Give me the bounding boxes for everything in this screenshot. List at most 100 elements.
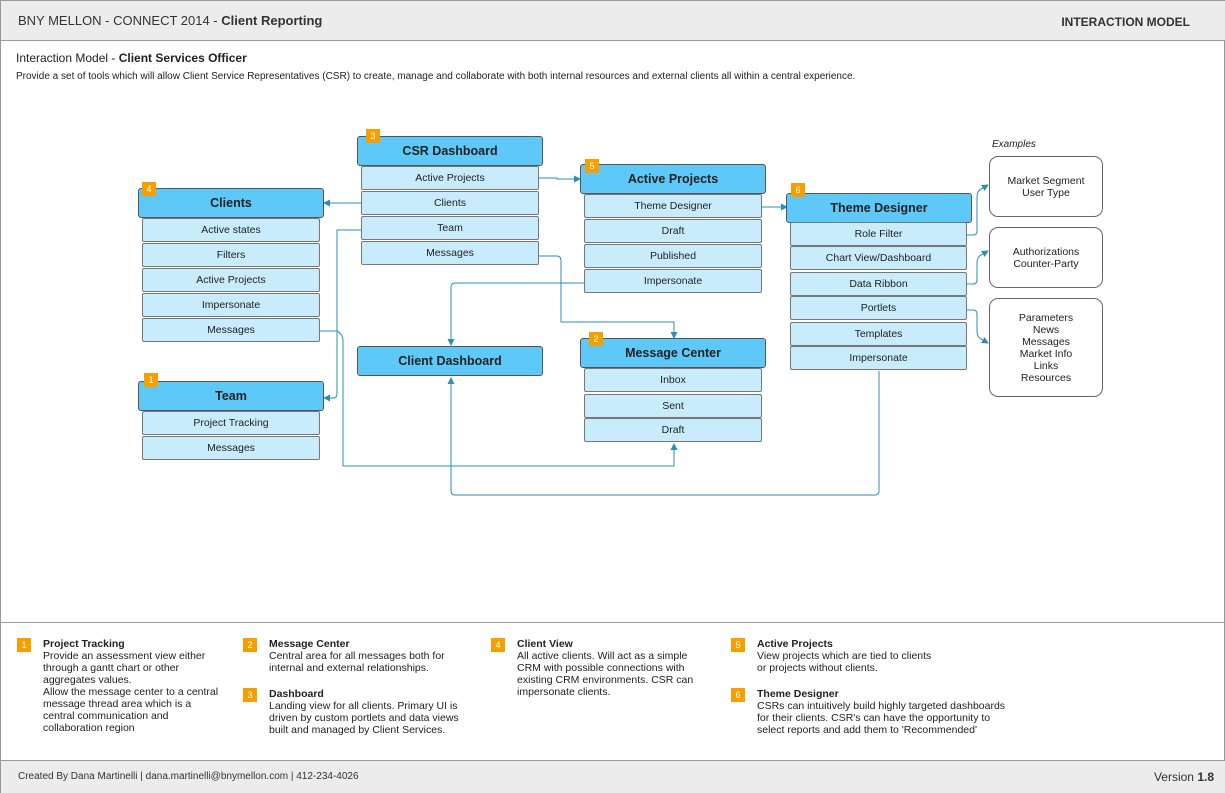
team-header[interactable]: Team bbox=[138, 381, 324, 411]
clients-badge: 4 bbox=[142, 182, 156, 196]
message-center-badge: 2 bbox=[589, 332, 603, 346]
connector-data-ribbon-to-examples bbox=[967, 250, 989, 285]
legend-badge: 6 bbox=[731, 688, 745, 702]
legend-body: Provide an assessment view either throug… bbox=[43, 650, 219, 734]
clients-item-active-projects[interactable]: Active Projects bbox=[142, 268, 320, 292]
clients-header[interactable]: Clients bbox=[138, 188, 324, 218]
clients-item-impersonate[interactable]: Impersonate bbox=[142, 293, 320, 317]
message-center-title: Message Center bbox=[625, 346, 721, 360]
connector-csr-messages-to-message-center bbox=[539, 255, 678, 339]
version-label: Version bbox=[1153, 770, 1198, 784]
connector-theme-impersonate-to-client-dashboard bbox=[447, 371, 880, 496]
clients-item-messages[interactable]: Messages bbox=[142, 318, 320, 342]
legend-body: All active clients. Will act as a simple… bbox=[517, 650, 694, 698]
legend-title: Project Tracking bbox=[43, 638, 125, 650]
active-projects-header[interactable]: Active Projects bbox=[580, 164, 766, 194]
theme-designer-item-portlets[interactable]: Portlets bbox=[790, 296, 967, 320]
connector-clients-messages-to-message-center bbox=[320, 330, 678, 467]
connector-csr-to-active-projects bbox=[539, 175, 581, 183]
example-links: Links bbox=[1033, 359, 1059, 372]
legend-body: View projects which are tied to clients … bbox=[757, 650, 932, 674]
message-center-header[interactable]: Message Center bbox=[580, 338, 766, 368]
theme-designer-item-role-filter[interactable]: Role Filter bbox=[790, 222, 967, 246]
active-projects-title: Active Projects bbox=[627, 172, 719, 186]
legend-badge: 1 bbox=[17, 638, 31, 652]
legend-title: Client View bbox=[517, 638, 573, 650]
legend-badge: 4 bbox=[491, 638, 505, 652]
csr-dashboard-header[interactable]: CSR Dashboard bbox=[357, 136, 543, 166]
clients-title: Clients bbox=[210, 196, 252, 210]
footer-version: Version 1.8 bbox=[1154, 770, 1214, 784]
app-subtitle: Client Reporting bbox=[221, 13, 323, 28]
examples-box-segments: Market Segment User Type bbox=[989, 156, 1103, 217]
header-bar: BNY MELLON - CONNECT 2014 - Client Repor… bbox=[1, 1, 1225, 41]
connector-portlets-to-examples bbox=[967, 309, 989, 344]
client-dashboard-title: Client Dashboard bbox=[398, 354, 502, 368]
intro-title-prefix: Interaction Model - bbox=[16, 51, 119, 65]
active-projects-item-theme-designer[interactable]: Theme Designer bbox=[584, 194, 762, 218]
footer-bar: Created By Dana Martinelli | dana.martin… bbox=[1, 760, 1225, 793]
active-projects-item-impersonate[interactable]: Impersonate bbox=[584, 269, 762, 293]
theme-designer-title: Theme Designer bbox=[830, 201, 928, 215]
message-center-item-sent[interactable]: Sent bbox=[584, 394, 762, 418]
footer-credit: Created By Dana Martinelli | dana.martin… bbox=[18, 771, 359, 782]
active-projects-badge: 5 bbox=[585, 159, 599, 173]
message-center-item-draft[interactable]: Draft bbox=[584, 418, 762, 442]
intro-title: Interaction Model - Client Services Offi… bbox=[16, 51, 247, 65]
example-parameters: Parameters bbox=[1018, 311, 1074, 324]
model-label: INTERACTION MODEL bbox=[1061, 15, 1190, 29]
theme-designer-header[interactable]: Theme Designer bbox=[786, 193, 972, 223]
example-authorizations: Authorizations bbox=[1012, 245, 1080, 258]
csr-item-clients[interactable]: Clients bbox=[361, 191, 539, 215]
message-center-item-inbox[interactable]: Inbox bbox=[584, 368, 762, 392]
csr-item-active-projects[interactable]: Active Projects bbox=[361, 166, 539, 190]
connector-impersonate-to-client-dashboard bbox=[447, 282, 584, 346]
csr-item-team[interactable]: Team bbox=[361, 216, 539, 240]
app-title-text: BNY MELLON - CONNECT 2014 - bbox=[18, 13, 222, 28]
example-market-info: Market Info bbox=[1019, 347, 1073, 360]
connector-role-filter-to-examples bbox=[967, 184, 989, 236]
legend-body: Central area for all messages both for i… bbox=[269, 650, 445, 674]
team-item-project-tracking[interactable]: Project Tracking bbox=[142, 411, 320, 435]
theme-designer-item-impersonate[interactable]: Impersonate bbox=[790, 346, 967, 370]
legend-badge: 2 bbox=[243, 638, 257, 652]
theme-designer-item-data-ribbon[interactable]: Data Ribbon bbox=[790, 272, 967, 296]
example-messages: Messages bbox=[1022, 335, 1070, 348]
team-item-messages[interactable]: Messages bbox=[142, 436, 320, 460]
intro-description: Provide a set of tools which will allow … bbox=[16, 71, 856, 82]
examples-box-authorizations: Authorizations Counter-Party bbox=[989, 227, 1103, 288]
legend-title: Message Center bbox=[269, 638, 350, 650]
legend-badge: 5 bbox=[731, 638, 745, 652]
theme-designer-item-chart-view[interactable]: Chart View/Dashboard bbox=[790, 246, 967, 270]
clients-item-active-states[interactable]: Active states bbox=[142, 218, 320, 242]
connector-csr-to-team bbox=[323, 229, 361, 402]
examples-box-portlets: Parameters News Messages Market Info Lin… bbox=[989, 298, 1103, 397]
legend-body: CSRs can intuitively build highly target… bbox=[757, 700, 1006, 736]
intro-title-role: Client Services Officer bbox=[118, 51, 247, 65]
theme-designer-badge: 6 bbox=[791, 183, 805, 197]
legend-divider bbox=[1, 622, 1225, 623]
team-badge: 1 bbox=[144, 373, 158, 387]
active-projects-item-published[interactable]: Published bbox=[584, 244, 762, 268]
app-title: BNY MELLON - CONNECT 2014 - Client Repor… bbox=[18, 13, 322, 28]
active-projects-item-draft[interactable]: Draft bbox=[584, 219, 762, 243]
client-dashboard-header[interactable]: Client Dashboard bbox=[357, 346, 543, 376]
example-news: News bbox=[1032, 323, 1060, 336]
example-market-segment: Market Segment bbox=[1007, 174, 1085, 187]
legend-title: Active Projects bbox=[757, 638, 833, 650]
csr-item-messages[interactable]: Messages bbox=[361, 241, 539, 265]
version-number: 1.8 bbox=[1197, 770, 1214, 784]
clients-item-filters[interactable]: Filters bbox=[142, 243, 320, 267]
csr-dashboard-title: CSR Dashboard bbox=[402, 144, 498, 158]
theme-designer-item-templates[interactable]: Templates bbox=[790, 322, 967, 346]
example-resources: Resources bbox=[1020, 371, 1072, 384]
legend-title: Dashboard bbox=[269, 688, 324, 700]
legend-body: Landing view for all clients. Primary UI… bbox=[269, 700, 459, 736]
examples-label: Examples bbox=[992, 139, 1036, 150]
example-counter-party: Counter-Party bbox=[1013, 257, 1079, 270]
team-title: Team bbox=[215, 389, 247, 403]
legend-title: Theme Designer bbox=[757, 688, 839, 700]
csr-dashboard-badge: 3 bbox=[366, 129, 380, 143]
